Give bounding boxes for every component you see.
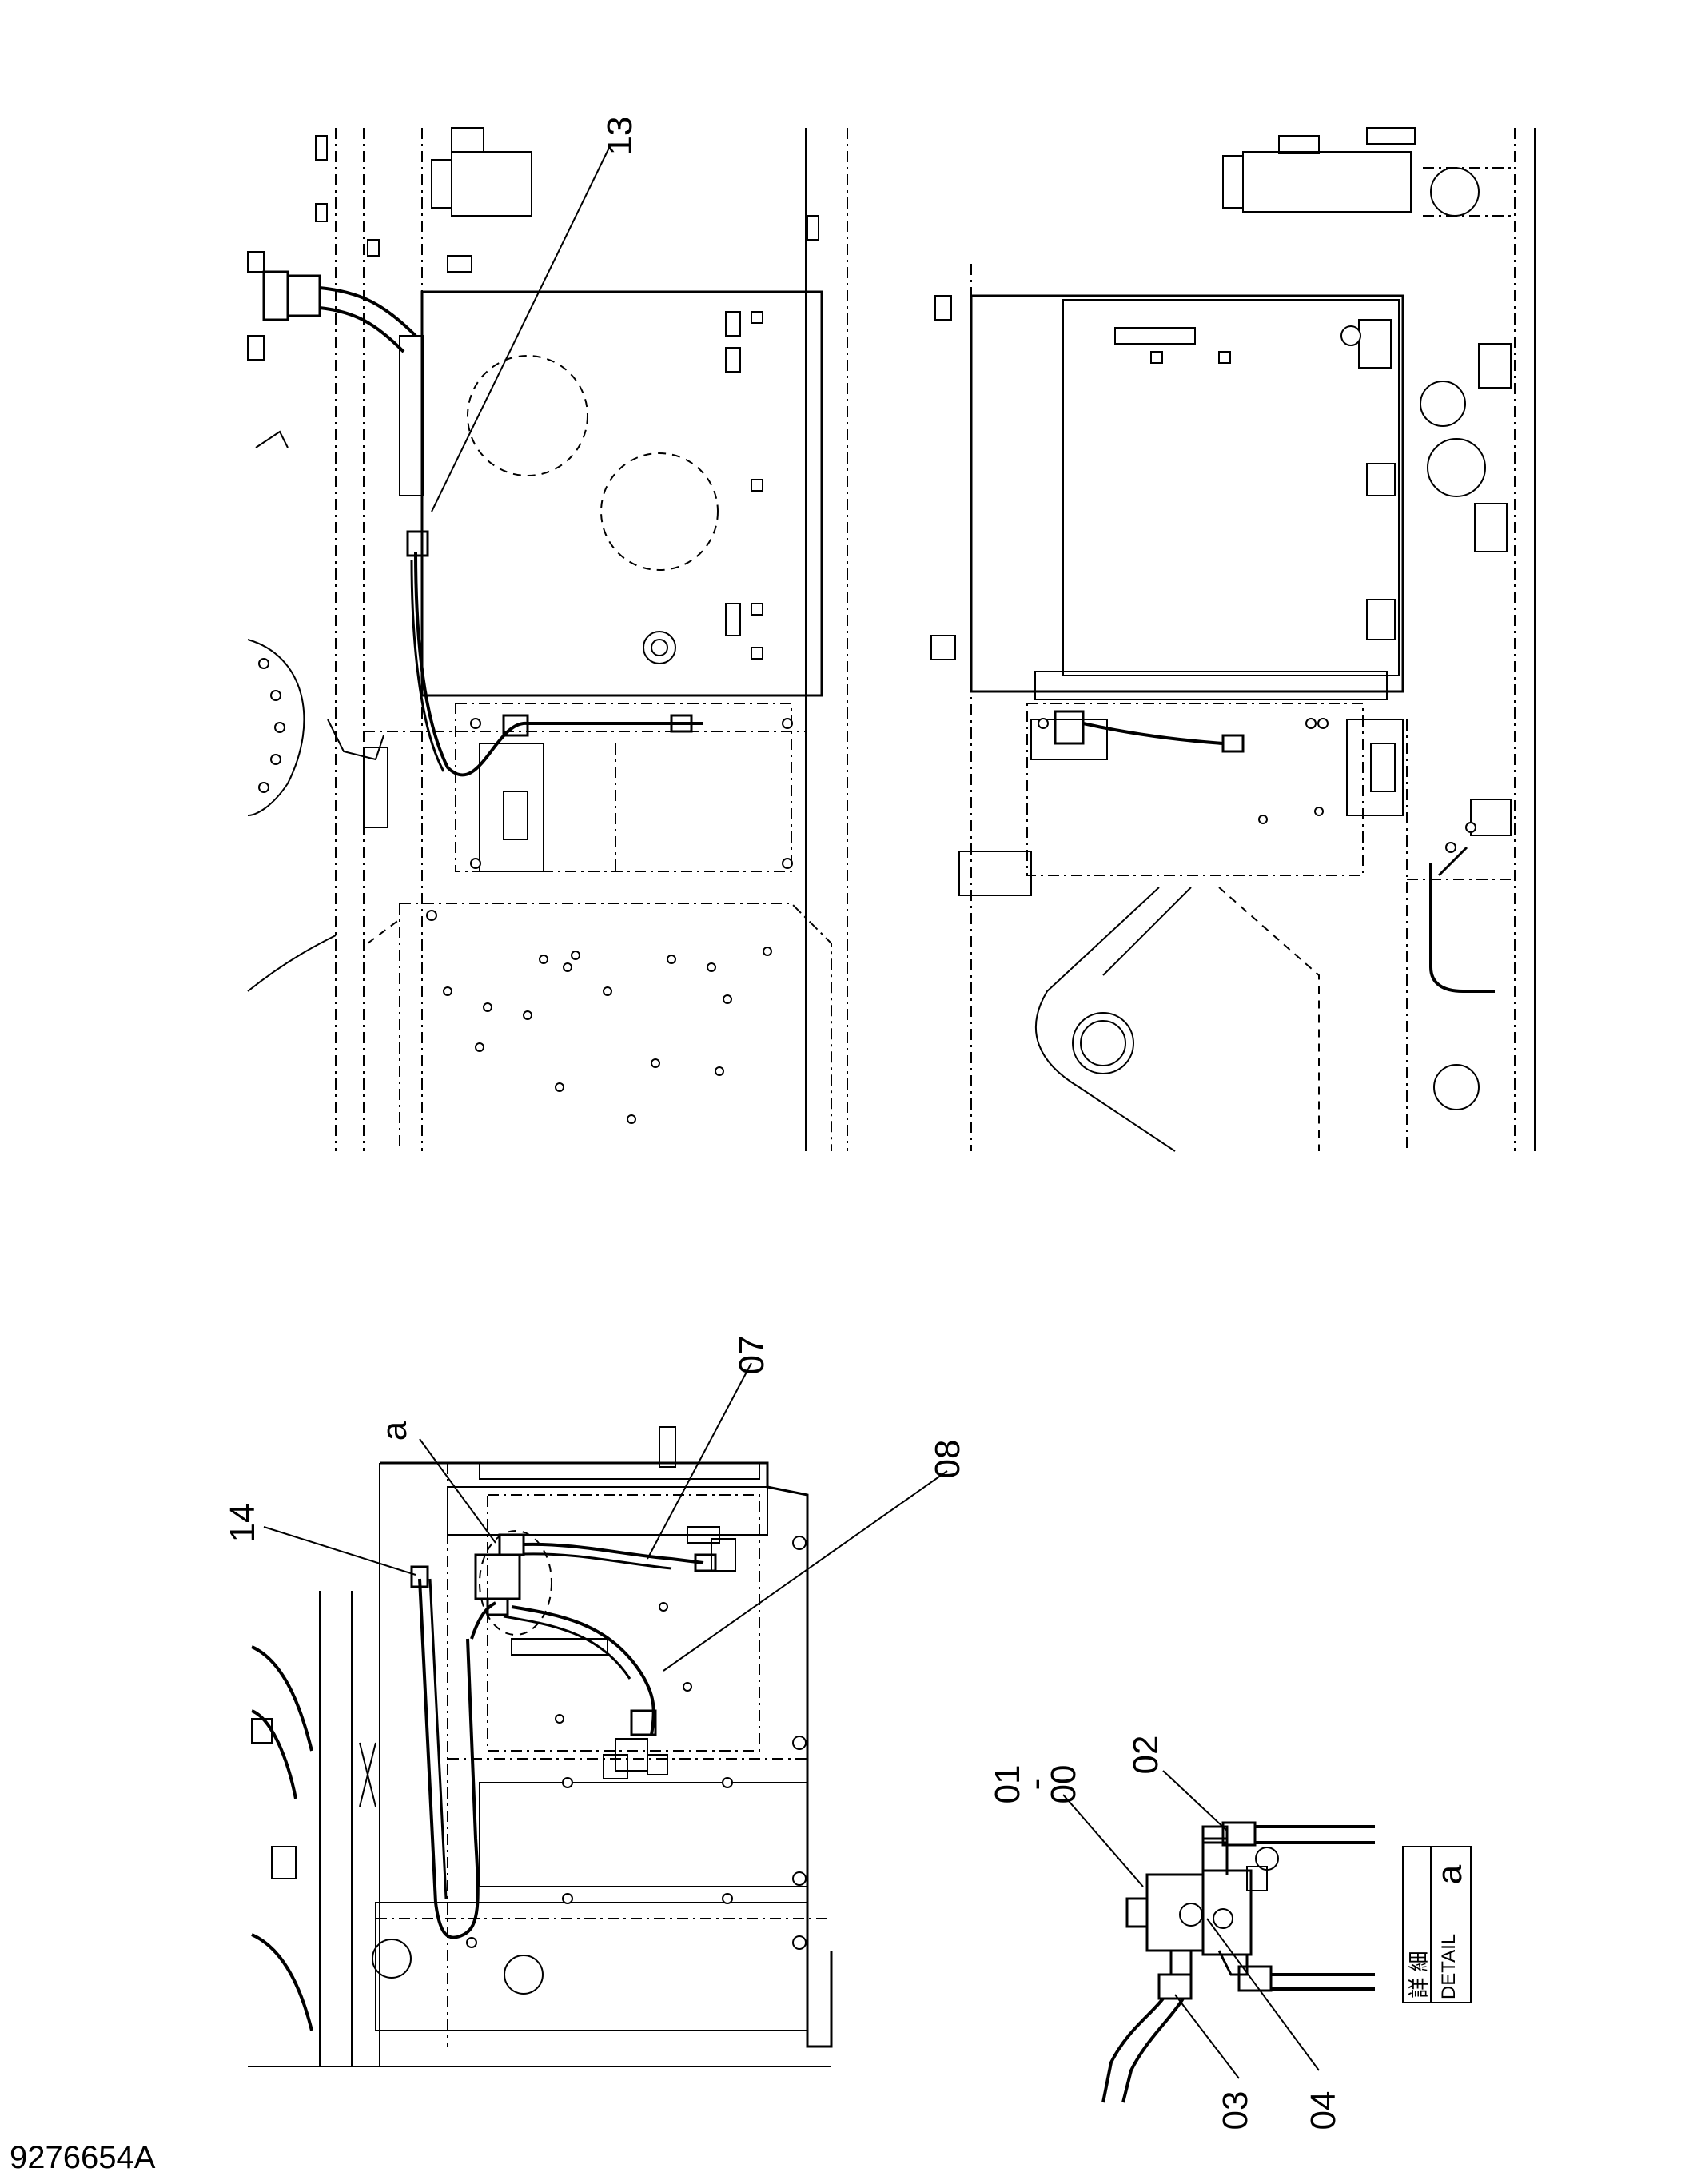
callout-dash: - bbox=[1016, 1779, 1055, 1791]
callout-08: 08 bbox=[928, 1440, 967, 1479]
callout-a: a bbox=[375, 1421, 414, 1441]
detail-box-label: DETAIL bbox=[1438, 1934, 1460, 1999]
detail-a-view bbox=[1062, 1770, 1472, 2103]
callout-13: 13 bbox=[600, 117, 639, 156]
callout-01: 01 bbox=[988, 1765, 1027, 1804]
top-left-view bbox=[247, 127, 848, 1151]
document-number: 9276654A bbox=[10, 2140, 156, 2175]
callout-04: 04 bbox=[1304, 2091, 1343, 2130]
detail-box-kanji: 詳 細 bbox=[1407, 1951, 1431, 1998]
callout-00: 00 bbox=[1044, 1765, 1083, 1804]
callout-14: 14 bbox=[223, 1504, 262, 1543]
bottom-left-view bbox=[248, 1362, 948, 2067]
callout-03: 03 bbox=[1216, 2091, 1255, 2130]
top-right-view bbox=[930, 127, 1536, 1152]
callout-02: 02 bbox=[1126, 1736, 1165, 1775]
callout-07: 07 bbox=[732, 1336, 771, 1375]
detail-box-letter: a bbox=[1430, 1864, 1469, 1884]
